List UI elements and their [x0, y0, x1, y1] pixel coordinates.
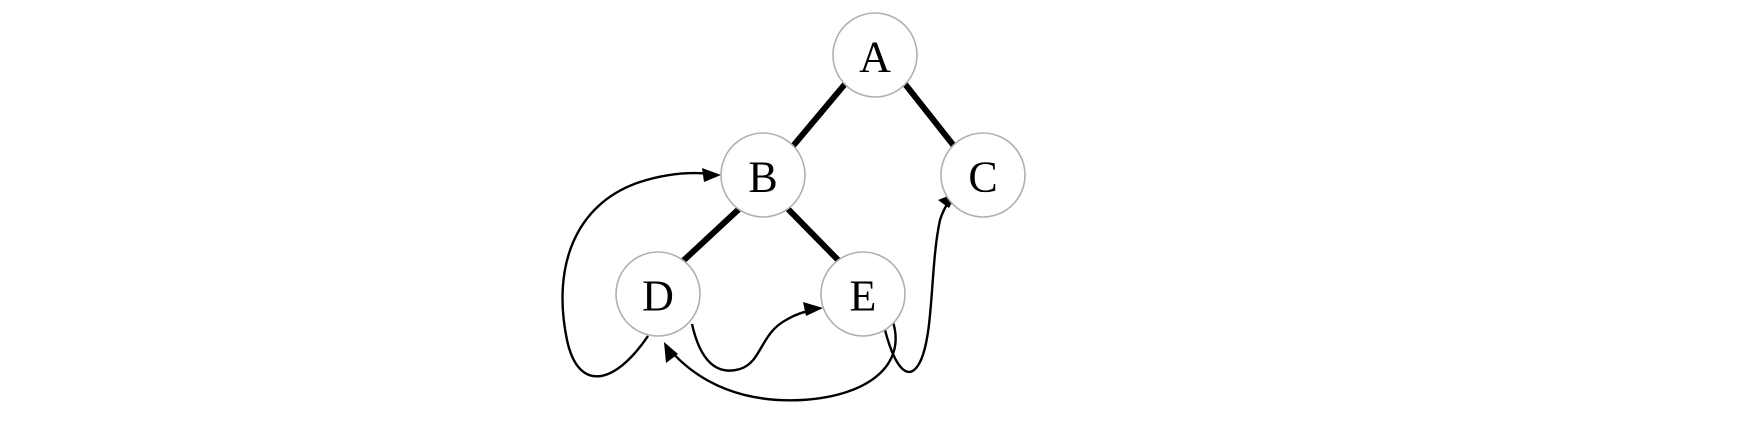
- node-b-circle[interactable]: [720, 132, 806, 218]
- node-c[interactable]: C: [940, 132, 1026, 218]
- curve-edge-e-d-path: [669, 321, 897, 402]
- curve-edge-layer: [561, 168, 958, 402]
- node-e-label: E: [850, 272, 877, 321]
- tree-edge-layer: [680, 82, 957, 264]
- tree-edge-b-d: [680, 206, 742, 264]
- curve-edge-e-c-path: [883, 198, 953, 374]
- node-c-circle[interactable]: [940, 132, 1026, 218]
- tree-edge-a-b: [790, 82, 848, 148]
- curve-edge-d-e-path: [690, 308, 815, 372]
- node-d-label: D: [642, 272, 674, 321]
- node-d-circle[interactable]: [615, 251, 701, 337]
- node-d[interactable]: D: [615, 251, 701, 337]
- node-a-circle[interactable]: [832, 12, 918, 98]
- curve-edge-d-e: [690, 302, 823, 372]
- node-b-label: B: [748, 153, 777, 202]
- curve-edge-d-e-arrowhead: [803, 302, 823, 316]
- tree-edge-a-c: [902, 82, 957, 148]
- curve-edge-e-d-arrowhead: [664, 342, 678, 363]
- node-e-circle[interactable]: [820, 251, 906, 337]
- curve-edge-e-d: [664, 321, 897, 402]
- tree-edge-b-e: [785, 206, 842, 264]
- node-e[interactable]: E: [820, 251, 906, 337]
- curve-edge-d-b-path: [561, 171, 713, 378]
- node-a[interactable]: A: [832, 12, 918, 98]
- node-b[interactable]: B: [720, 132, 806, 218]
- curve-edge-d-b: [561, 168, 721, 378]
- node-a-label: A: [859, 33, 891, 82]
- curve-edge-d-b-arrowhead: [702, 168, 721, 182]
- node-c-label: C: [968, 153, 997, 202]
- node-layer: A B C D E: [615, 12, 1026, 337]
